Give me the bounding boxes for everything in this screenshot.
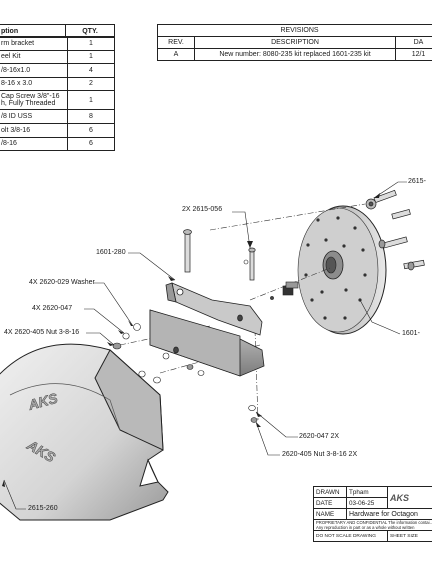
callout-2620-405-nut: 4X 2620-405 Nut 3-8-16 — [4, 329, 80, 336]
title-block: DRAWN Tpham AKS DATE 03-06-25 NAME Hardw… — [313, 486, 432, 542]
callout-1601-right: 1601- — [402, 330, 420, 337]
bom-qty: 1 — [67, 90, 115, 111]
revisions-table: REVISIONS REV. DESCRIPTION DA A New numb… — [157, 24, 432, 61]
name-label: NAME — [313, 508, 347, 520]
name-value: Hardware for Octagon — [346, 508, 432, 520]
callout-2620-047-2x: 2620-047 2X — [299, 433, 340, 440]
callout-2615-top: 2615- — [408, 178, 426, 185]
callout-2620-047: 4X 2620-047 — [32, 305, 73, 312]
bom-qty: 6 — [67, 136, 115, 152]
leader-arrowheads — [2, 193, 380, 487]
rev-date: 12/1 — [395, 48, 432, 61]
drawn-value: Tpham — [346, 486, 388, 498]
octagon-housing-guard — [0, 343, 169, 521]
drawn-label: DRAWN — [313, 486, 347, 498]
bom-description-line1: Cap Screw 3/8"-16 — [1, 92, 60, 100]
leader-lines — [3, 181, 407, 510]
rev-description: New number: 8080-235 kit replaced 1601-2… — [194, 48, 396, 61]
revision-row: A New number: 8080-235 kit replaced 1601… — [157, 48, 432, 61]
callout-2620-405-2x: 2620-405 Nut 3-8-16 2X — [282, 451, 358, 458]
rev-letter: A — [157, 48, 195, 61]
sheet-size: SHEET SIZE — [387, 530, 432, 542]
logo-text: AKS — [390, 492, 410, 503]
date-label: DATE — [313, 497, 347, 509]
callout-2615-260: 2615-260 — [28, 505, 58, 512]
company-logo: AKS — [387, 486, 432, 509]
housing-logo-upper: AKS — [26, 390, 60, 414]
wheel-bolts — [365, 189, 425, 271]
small-hardware — [112, 259, 299, 423]
bom-header-table: ption QTY. — [0, 24, 115, 38]
callout-2620-029-washer: 4X 2620-029 Washer — [29, 279, 95, 286]
arm-bracket-1601-280 — [149, 282, 265, 377]
octagon-wheel-plate — [297, 205, 387, 335]
bom-description-line2: h, Fully Threaded — [1, 100, 56, 108]
date-value: 03-06-25 — [346, 497, 388, 509]
callout-1601-280: 1601-280 — [96, 249, 126, 256]
callout-2615-056: 2X 2615-056 — [182, 206, 223, 213]
proprietary-notice: PROPRIETARY AND CONFIDENTIAL The informa… — [313, 519, 432, 531]
bolt-2615-056 — [183, 229, 256, 281]
scale-note: DO NOT SCALE DRAWING — [313, 530, 388, 542]
